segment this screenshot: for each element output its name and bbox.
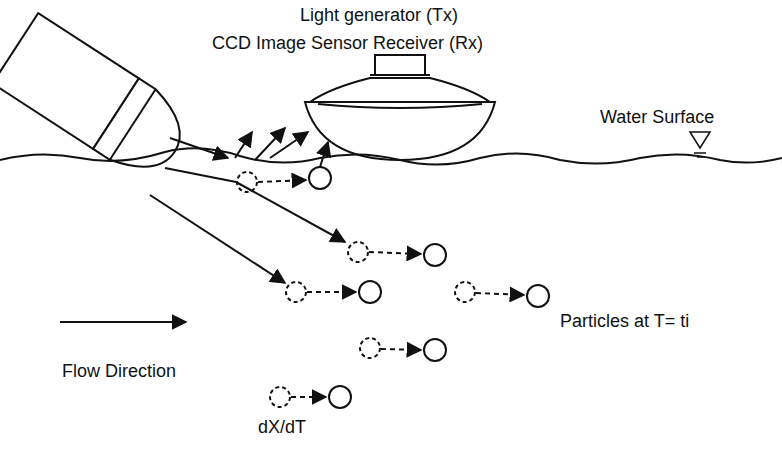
velocity-label: dX/dT bbox=[258, 418, 306, 438]
ccd-receiver bbox=[305, 55, 495, 160]
device-label: CCD Image Sensor Receiver (Rx) bbox=[212, 34, 483, 54]
particle-label: Particles at T= ti bbox=[560, 312, 689, 332]
device-label: Light generator (Tx) bbox=[300, 6, 458, 26]
flow-label: Flow Direction bbox=[62, 362, 176, 382]
surface-label: Water Surface bbox=[600, 108, 714, 128]
flow-arrow bbox=[60, 321, 186, 323]
particles bbox=[237, 167, 549, 408]
water-surface bbox=[0, 148, 782, 164]
